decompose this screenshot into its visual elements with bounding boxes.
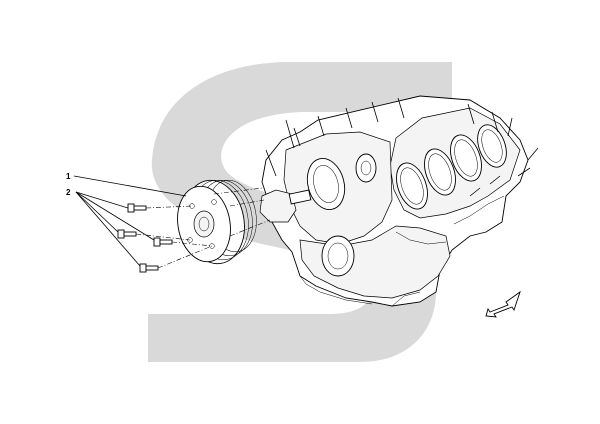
arrow-front-icon (485, 290, 521, 318)
pulley-bolt (127, 203, 147, 213)
engine-block (259, 95, 539, 307)
pulley-bolt (117, 229, 137, 239)
assembly-axis-lines (135, 187, 271, 269)
pulley-bolt (139, 263, 159, 273)
callout-2: 2 (66, 188, 71, 197)
pulley-bolt (153, 237, 173, 247)
leader-lines (73, 175, 187, 267)
head-studs (265, 97, 539, 197)
water-pump-pulley (177, 179, 257, 265)
callout-1: 1 (66, 172, 71, 181)
